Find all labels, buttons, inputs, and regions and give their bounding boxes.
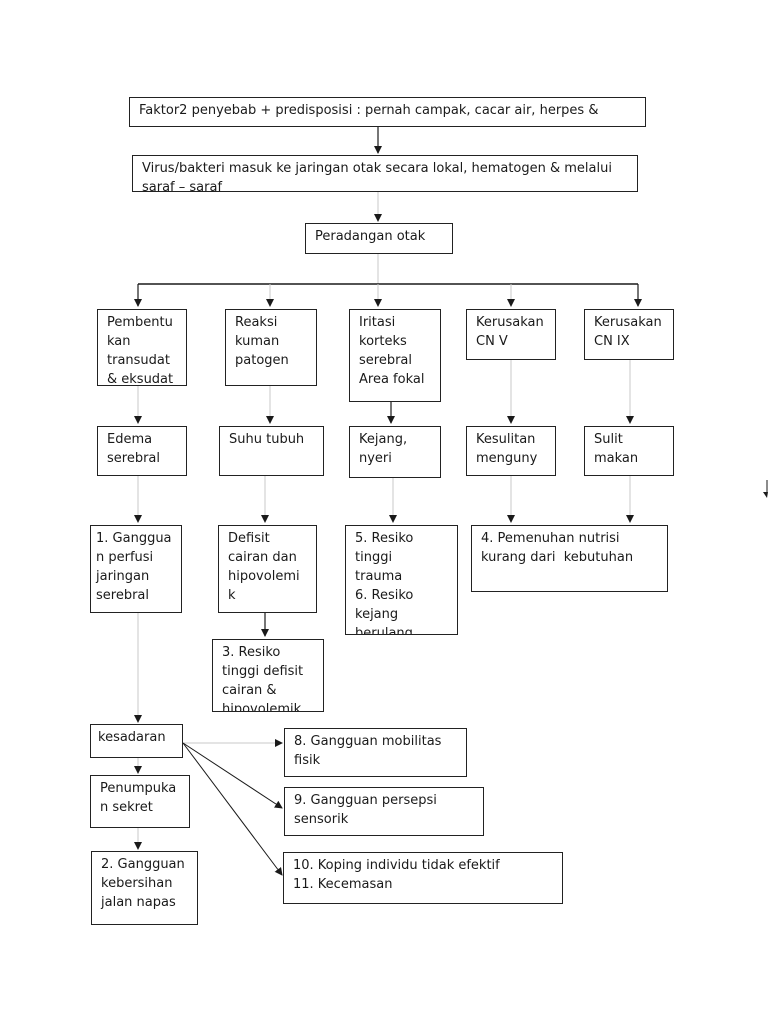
node-coping-text: 10. Koping individu tidak efektif 11. Ke…: [293, 858, 500, 892]
node-swallow: Sulit makan: [584, 426, 674, 476]
node-fluid-text: Defisit cairan dan hipovolemi k: [228, 531, 300, 603]
node-perception: 9. Gangguan persepsi sensorik: [284, 787, 484, 836]
node-nutrition-text: 4. Pemenuhan nutrisi kurang dari kebutuh…: [481, 531, 634, 565]
node-consciousness-text: kesadaran: [98, 730, 166, 745]
node-perception-text: 9. Gangguan persepsi sensorik: [294, 793, 437, 827]
node-secretion: Penumpuka n sekret: [90, 775, 190, 828]
node-pathogen: Reaksi kuman patogen: [225, 309, 317, 386]
arrow-consciousness-perception: [182, 742, 283, 809]
node-mobility-text: 8. Gangguan mobilitas fisik: [294, 734, 442, 768]
node-factors: Faktor2 penyebab + predisposisi : pernah…: [129, 97, 646, 127]
node-exudate-text: Pembentu kan transudat & eksudat: [107, 315, 174, 386]
node-consciousness: kesadaran: [90, 724, 183, 758]
node-exudate: Pembentu kan transudat & eksudat: [97, 309, 187, 386]
node-airway: 2. Gangguan kebersihan jalan napas: [91, 851, 198, 925]
node-cn9-text: Kerusakan CN IX: [594, 315, 662, 349]
node-chew: Kesulitan menguny: [466, 426, 556, 476]
node-perfusion: 1. Ganggua n perfusi jaringan serebral: [90, 525, 182, 613]
node-entry: Virus/bakteri masuk ke jaringan otak sec…: [132, 155, 638, 192]
node-swallow-text: Sulit makan: [594, 432, 639, 466]
node-irritation: Iritasi korteks serebral Area fokal: [349, 309, 441, 402]
node-mobility: 8. Gangguan mobilitas fisik: [284, 728, 467, 777]
node-trauma-text: 5. Resiko tinggi trauma 6. Resiko kejang…: [355, 531, 414, 635]
arrow-consciousness-coping: [182, 742, 283, 876]
node-temp: Suhu tubuh: [219, 426, 324, 476]
node-secretion-text: Penumpuka n sekret: [100, 781, 177, 815]
node-irritation-text: Iritasi korteks serebral Area fokal: [359, 315, 425, 387]
node-trauma: 5. Resiko tinggi trauma 6. Resiko kejang…: [345, 525, 458, 635]
node-seizure: Kejang, nyeri: [349, 426, 441, 478]
node-temp-text: Suhu tubuh: [229, 432, 305, 447]
node-edema-text: Edema serebral: [107, 432, 161, 466]
node-fluid-risk-text: 3. Resiko tinggi defisit cairan & hipovo…: [222, 645, 304, 712]
node-chew-text: Kesulitan menguny: [476, 432, 538, 466]
node-coping: 10. Koping individu tidak efektif 11. Ke…: [283, 852, 563, 904]
node-cn5-text: Kerusakan CN V: [476, 315, 544, 349]
node-nutrition: 4. Pemenuhan nutrisi kurang dari kebutuh…: [471, 525, 668, 592]
node-fluid: Defisit cairan dan hipovolemi k: [218, 525, 317, 613]
node-inflammation-text: Peradangan otak: [315, 229, 426, 244]
node-fluid-risk: 3. Resiko tinggi defisit cairan & hipovo…: [212, 639, 324, 712]
node-factors-text: Faktor2 penyebab + predisposisi : pernah…: [139, 103, 599, 118]
node-inflammation: Peradangan otak: [305, 223, 453, 254]
node-airway-text: 2. Gangguan kebersihan jalan napas: [101, 857, 185, 910]
node-cn9: Kerusakan CN IX: [584, 309, 674, 360]
node-pathogen-text: Reaksi kuman patogen: [235, 315, 289, 368]
node-seizure-text: Kejang, nyeri: [359, 432, 408, 466]
node-entry-text: Virus/bakteri masuk ke jaringan otak sec…: [142, 161, 612, 192]
node-edema: Edema serebral: [97, 426, 187, 476]
edge-arrow-fragment: [763, 480, 768, 498]
node-cn5: Kerusakan CN V: [466, 309, 556, 360]
node-perfusion-text: 1. Ganggua n perfusi jaringan serebral: [96, 531, 172, 603]
